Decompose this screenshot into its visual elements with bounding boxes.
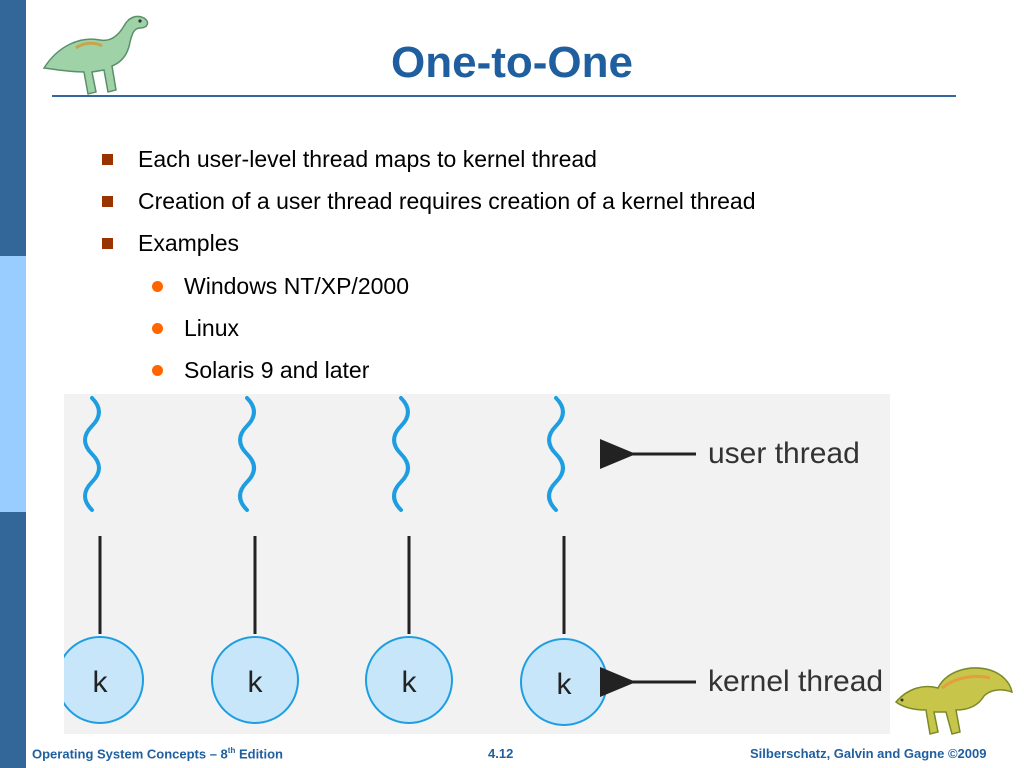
bullet-item: Creation of a user thread requires creat… bbox=[138, 188, 756, 214]
dinosaur-logo-icon bbox=[42, 15, 149, 95]
kernel-thread-label-text: kernel thread bbox=[708, 665, 883, 698]
square-bullet-icon bbox=[102, 196, 113, 207]
kernel-thread-label: k bbox=[557, 668, 573, 701]
dinosaur-footer-icon bbox=[894, 667, 1013, 735]
sidebar-middle-band bbox=[0, 256, 26, 512]
sub-bullet-item: Solaris 9 and later bbox=[184, 357, 370, 383]
square-bullet-icon bbox=[102, 154, 113, 165]
thread-pair-1: k bbox=[56, 396, 144, 724]
bullet-item: Examples bbox=[138, 230, 239, 256]
sidebar-bottom-band bbox=[0, 512, 26, 768]
user-thread-wave bbox=[547, 396, 565, 512]
thread-pair-2: k bbox=[211, 396, 299, 724]
footer-slide-number: 4.12 bbox=[488, 746, 514, 761]
footer-course-suffix: Edition bbox=[235, 746, 284, 762]
sidebar-top-band bbox=[0, 0, 26, 256]
user-thread-wave bbox=[238, 396, 256, 512]
kernel-thread-label: k bbox=[402, 666, 418, 699]
round-bullet-icon bbox=[152, 323, 163, 334]
slide-title: One-to-One bbox=[391, 38, 633, 87]
footer-course-prefix: Operating System Concepts – 8 bbox=[32, 746, 228, 762]
footer-course-title: Operating System Concepts – 8th Edition bbox=[32, 746, 283, 761]
user-thread-label: user thread bbox=[708, 437, 860, 470]
sub-bullet-item: Linux bbox=[184, 315, 239, 341]
thread-pair-4: k bbox=[520, 396, 608, 726]
bullet-item: Each user-level thread maps to kernel th… bbox=[138, 146, 597, 172]
round-bullet-icon bbox=[152, 365, 163, 376]
round-bullet-icon bbox=[152, 281, 163, 292]
one-to-one-diagram: k k k k user thread kernel thread bbox=[56, 394, 890, 734]
title-divider bbox=[52, 95, 956, 97]
sub-bullet-item: Windows NT/XP/2000 bbox=[184, 273, 409, 299]
footer-course-sup: th bbox=[227, 746, 236, 755]
diagram-canvas: k k k k user thread kernel thread bbox=[56, 396, 883, 726]
square-bullet-icon bbox=[102, 238, 113, 249]
thread-pair-3: k bbox=[365, 396, 453, 724]
footer-copyright: Silberschatz, Galvin and Gagne ©2009 bbox=[750, 746, 987, 761]
kernel-thread-circle bbox=[211, 636, 299, 724]
kernel-thread-circle bbox=[365, 636, 453, 724]
kernel-thread-label: k bbox=[248, 666, 264, 699]
user-thread-wave bbox=[392, 396, 410, 512]
user-thread-wave bbox=[83, 396, 101, 512]
kernel-thread-label: k bbox=[93, 666, 109, 699]
